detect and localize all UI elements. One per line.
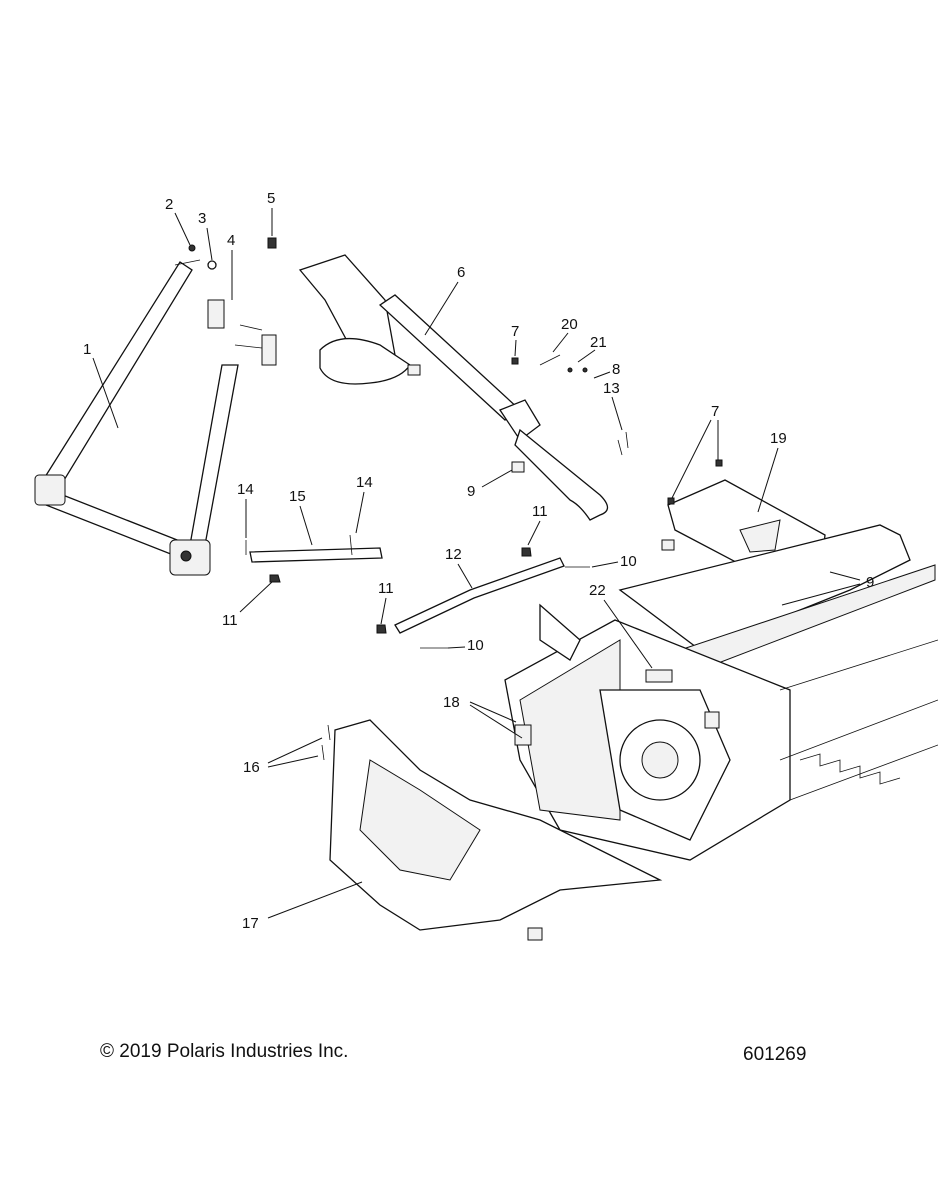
leader-lines bbox=[92, 208, 861, 919]
callout-14: 14 bbox=[237, 481, 254, 498]
callout-10: 10 bbox=[620, 553, 637, 570]
callout-7: 7 bbox=[511, 323, 519, 340]
callout-22: 22 bbox=[589, 582, 606, 599]
callout-14: 14 bbox=[356, 474, 373, 491]
callout-15: 15 bbox=[289, 488, 306, 505]
callout-20: 20 bbox=[561, 316, 578, 333]
callout-9: 9 bbox=[467, 483, 475, 500]
callout-21: 21 bbox=[590, 334, 607, 351]
callout-17: 17 bbox=[242, 915, 259, 932]
callout-2: 2 bbox=[165, 196, 173, 213]
callout-5: 5 bbox=[267, 190, 275, 207]
callout-19: 19 bbox=[770, 430, 787, 447]
parts-2-3-4-hardware bbox=[174, 244, 277, 366]
callout-9: 9 bbox=[866, 574, 874, 591]
callout-7: 7 bbox=[711, 403, 719, 420]
callout-11: 11 bbox=[532, 503, 548, 520]
callout-10: 10 bbox=[467, 637, 484, 654]
part-1-strut-assembly bbox=[34, 261, 239, 576]
callout-18: 18 bbox=[443, 694, 460, 711]
callout-1: 1 bbox=[83, 341, 91, 358]
callout-6: 6 bbox=[457, 264, 465, 281]
part-17-chassis bbox=[329, 524, 938, 941]
callout-labels: 1 2 3 4 5 6 7 20 21 8 13 7 19 9 14 15 14… bbox=[83, 190, 874, 932]
callout-3: 3 bbox=[198, 210, 206, 227]
part-6-steering-post bbox=[267, 237, 629, 521]
callout-16: 16 bbox=[243, 759, 260, 776]
diagram-number: 601269 bbox=[743, 1044, 807, 1065]
part-15-rod bbox=[245, 534, 383, 583]
callout-13: 13 bbox=[603, 380, 620, 397]
callout-11: 11 bbox=[222, 612, 238, 629]
copyright-notice: © 2019 Polaris Industries Inc. bbox=[100, 1041, 349, 1062]
callout-8: 8 bbox=[612, 361, 620, 378]
callout-11: 11 bbox=[378, 580, 394, 597]
part-16-bolts bbox=[321, 724, 331, 761]
part-12-tie-rod bbox=[376, 547, 590, 649]
callout-4: 4 bbox=[227, 232, 235, 249]
callout-12: 12 bbox=[445, 546, 462, 563]
